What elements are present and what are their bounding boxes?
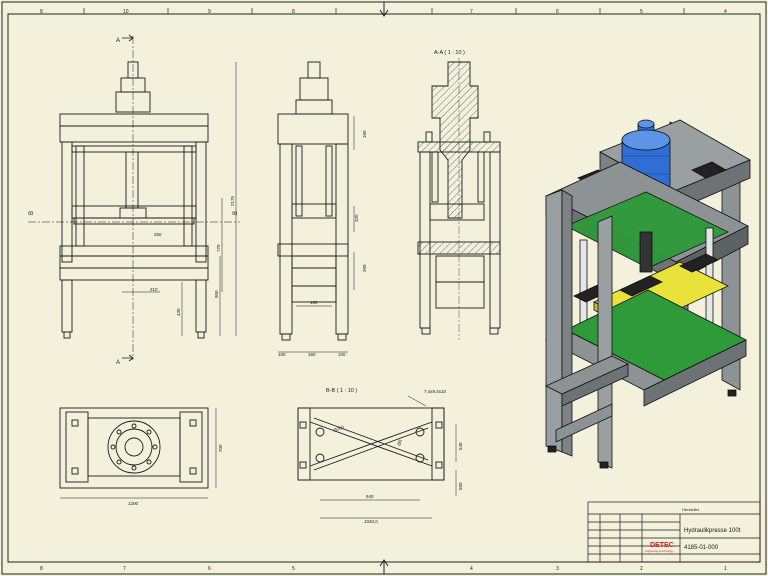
dimension-label: 770 [216,244,221,252]
section-title: A-A ( 1 : 10 ) [434,50,465,56]
ruler-label: 4 [724,9,727,15]
section-b-dimensions [320,395,457,519]
dimension-label: 100 [278,352,286,357]
top-ruler [83,8,685,14]
dimension-label: 160 [310,300,318,305]
ruler-label: 8 [40,9,43,15]
company-logo: DETEC [650,542,674,549]
dimension-label: 210 [150,287,158,292]
dimension-label: 700 [218,444,223,452]
section-arrow [122,354,134,362]
dimension-label: 500 [458,482,463,490]
ruler-label: 9 [208,9,211,15]
dimension-label: 100 [338,352,346,357]
side-view [277,61,349,341]
ruler-label: 8 [40,566,43,572]
side-dimensions [278,116,355,353]
ruler-label: 7 [470,9,473,15]
ruler-label: 7 [123,566,126,572]
dimension-label: 390 [362,264,367,272]
dimension-label: 160 [308,352,316,357]
dimension-label: 540 [458,442,463,450]
section-marker: B [29,211,35,215]
ruler-label: 6 [208,566,211,572]
dimension-label: 320 [354,214,359,222]
ruler-label: 10 [123,9,129,15]
section-arrow [122,34,134,42]
front-dimensions [122,62,237,336]
section-title: B-B ( 1 : 10 ) [326,388,357,394]
dimension-label: 1200 [128,501,139,506]
isometric-press-3d [545,119,751,469]
ruler-label: 1 [724,566,727,572]
ruler-label: 5 [292,566,295,572]
ruler-label: 4 [470,566,473,572]
front-view [59,61,209,339]
drawing-number: 4185-01-000 [684,545,719,551]
dimension-label: 900 [214,290,219,298]
dimension-label: 2175 [230,195,235,206]
ruler-label: 8 [292,9,295,15]
ruler-label: 3 [556,566,559,572]
dimension-label: Ø0 [396,439,403,447]
dimension-label: Ø260 [333,424,346,433]
dimension-label: 160 [362,130,367,138]
ruler-label: 6 [556,9,559,15]
top-dimensions [60,408,217,499]
dimension-label: 430 [176,308,181,316]
top-view [59,407,209,489]
drawing-title: Hydraulikpresse 100t [684,528,741,534]
section-marker: A [116,360,120,366]
centering-arrow-bottom [379,559,389,574]
ruler-label: 2 [640,566,643,572]
dimension-label: 250 [154,232,162,237]
ruler-label: 5 [640,9,643,15]
dimension-label: 1040,0 [364,519,378,524]
title-block [587,501,761,563]
dimension-label: 940 [366,494,374,499]
section-b-view [297,407,445,481]
company-subtitle: engineering & technology [645,550,674,553]
callout-label: 7,4x9,4x10 [424,389,447,394]
title-block-header: Hersteller [682,507,700,512]
section-marker: A [116,38,120,44]
centering-arrow-top [379,2,389,17]
